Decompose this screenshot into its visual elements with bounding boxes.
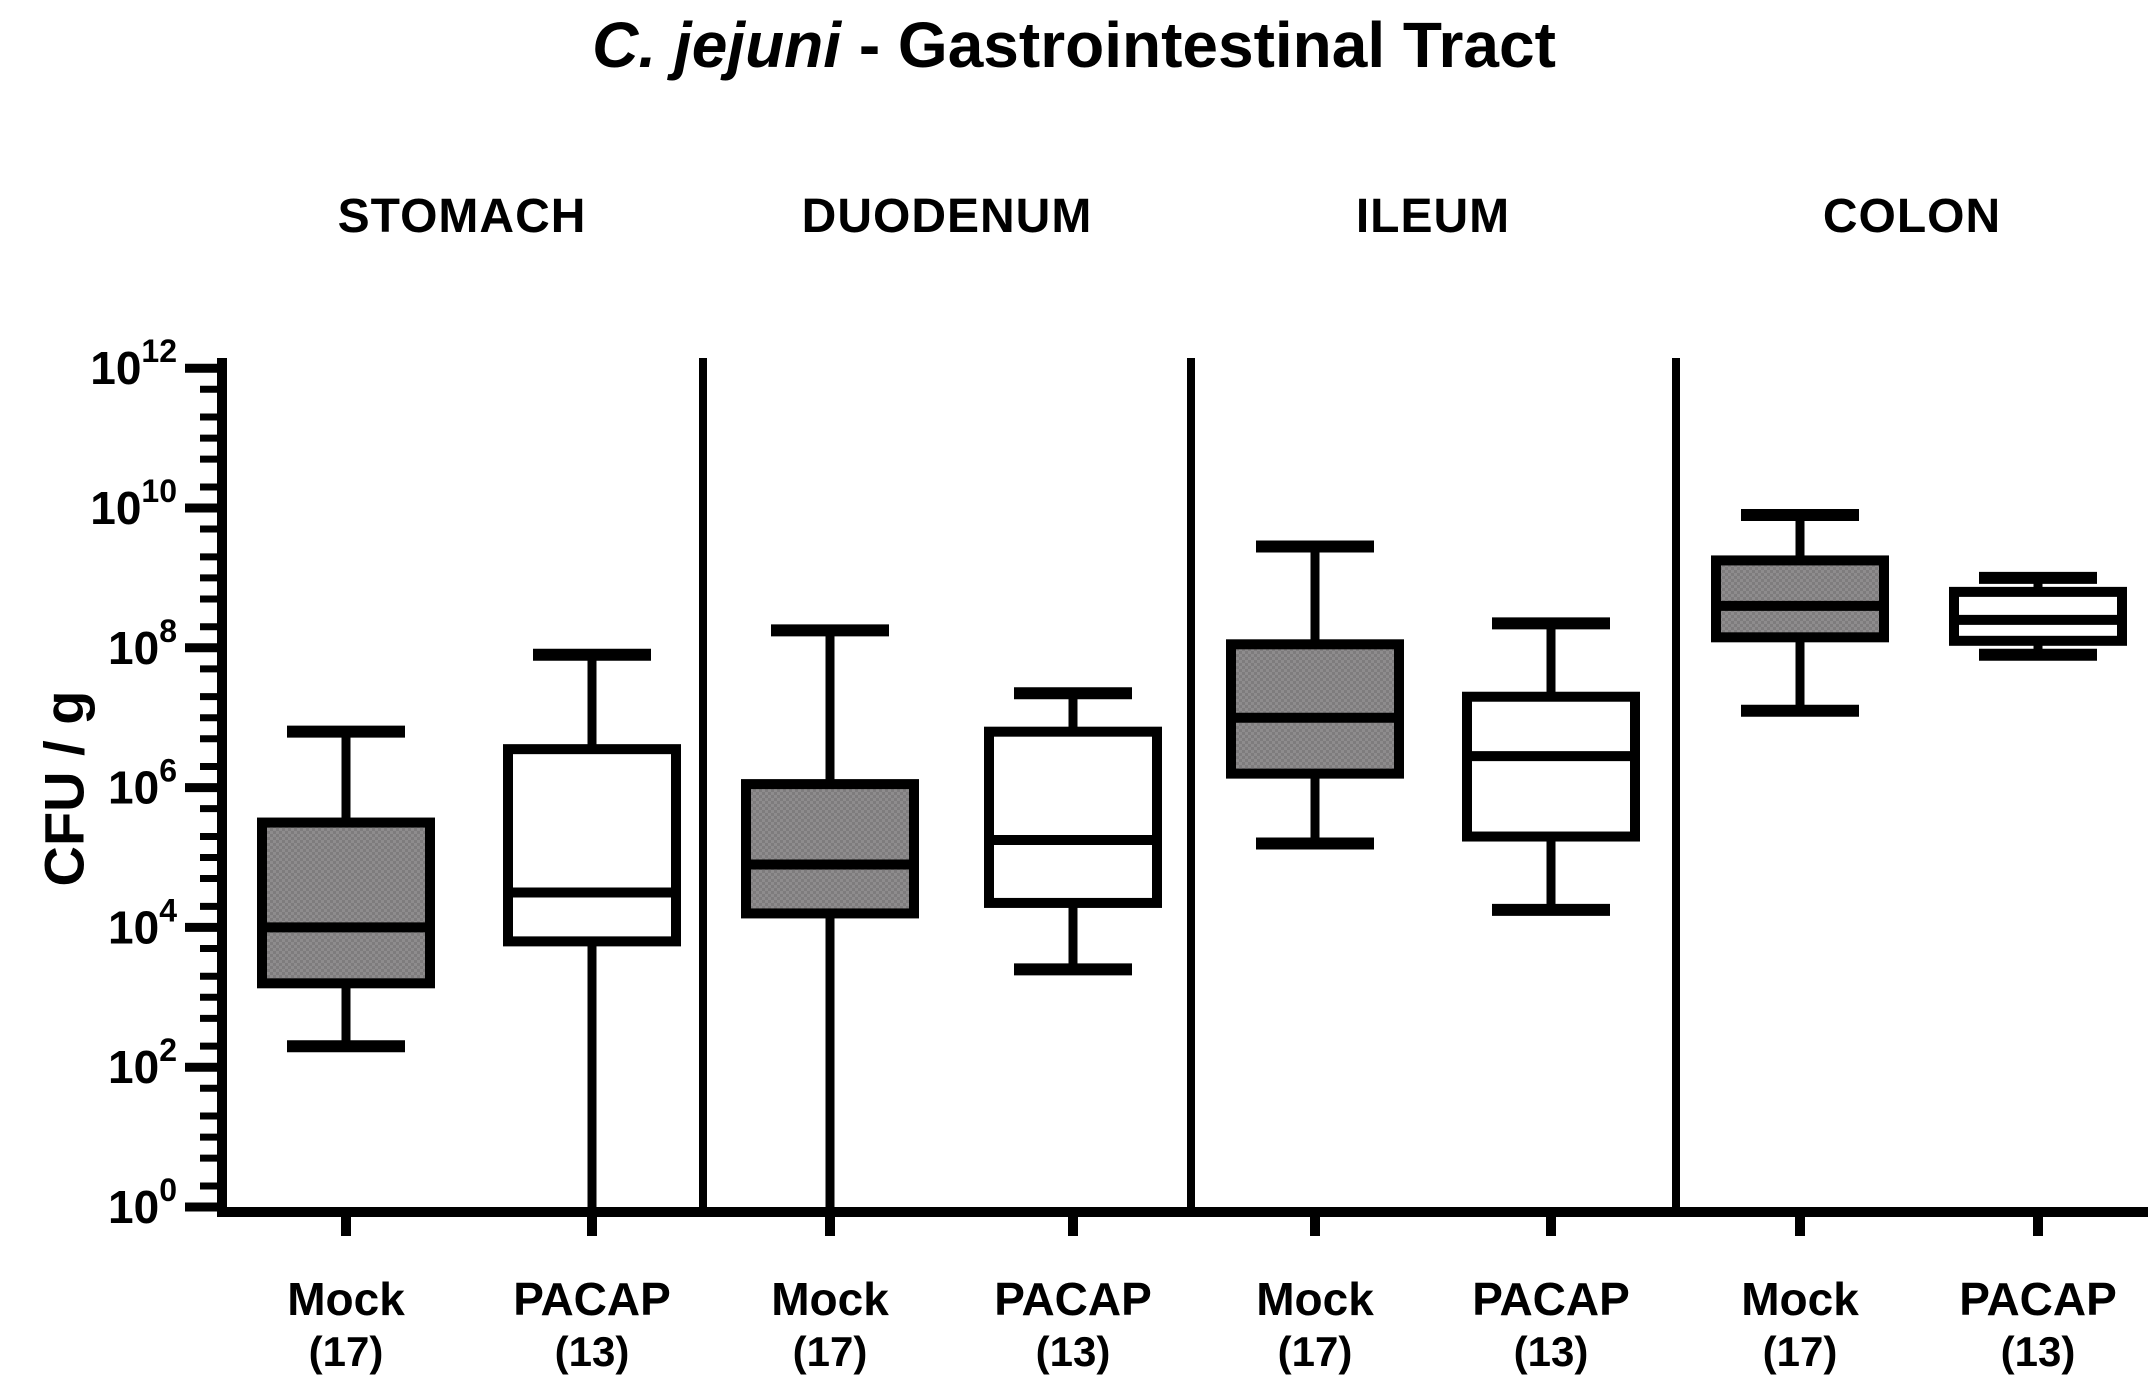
x-label-n-stomach-mock: (17): [309, 1328, 384, 1375]
x-label-group-stomach-pacap: PACAP: [513, 1273, 671, 1325]
x-label-n-duodenum-mock: (17): [793, 1328, 868, 1375]
chart-title-rest: - Gastrointestinal Tract: [858, 9, 1556, 81]
x-label-n-ileum-pacap: (13): [1514, 1328, 1589, 1375]
y-tick-label-1e12: 1012: [90, 333, 177, 394]
box-colon-mock: [1711, 555, 1889, 643]
box-ileum-mock: [1226, 639, 1404, 779]
chart-title: C. jejuni - Gastrointestinal Tract: [0, 8, 2148, 82]
x-label-n-ileum-mock: (17): [1278, 1328, 1353, 1375]
y-axis-title: CFU / g: [32, 690, 96, 887]
x-label-group-ileum-pacap: PACAP: [1472, 1273, 1630, 1325]
box-duodenum-pacap: [984, 726, 1162, 908]
x-label-group-ileum-mock: Mock: [1256, 1273, 1374, 1325]
box-stomach-mock: [257, 817, 435, 989]
x-label-group-duodenum-pacap: PACAP: [994, 1273, 1152, 1325]
x-label-n-stomach-pacap: (13): [555, 1328, 630, 1375]
box-ileum-pacap: [1462, 691, 1640, 842]
x-label-group-stomach-mock: Mock: [287, 1273, 405, 1325]
box-stomach-pacap: [503, 744, 681, 947]
chart-title-species: C. jejuni: [592, 9, 842, 81]
y-tick-label-1e2: 102: [108, 1032, 177, 1093]
y-tick-label-1e6: 106: [108, 753, 177, 814]
x-label-group-duodenum-mock: Mock: [771, 1273, 889, 1325]
x-label-group-colon-pacap: PACAP: [1959, 1273, 2117, 1325]
section-header-ileum: ILEUM: [1356, 190, 1510, 243]
box-duodenum-mock: [741, 779, 919, 919]
y-tick-label-1e8: 108: [108, 613, 177, 674]
x-label-group-colon-mock: Mock: [1741, 1273, 1859, 1325]
x-label-n-duodenum-pacap: (13): [1036, 1328, 1111, 1375]
section-header-colon: COLON: [1823, 190, 2001, 243]
y-tick-label-1e10: 1010: [90, 473, 177, 534]
section-header-duodenum: DUODENUM: [802, 190, 1093, 243]
section-header-stomach: STOMACH: [338, 190, 587, 243]
x-label-n-colon-mock: (17): [1763, 1328, 1838, 1375]
y-tick-label-1e0: 100: [108, 1172, 177, 1233]
y-tick-label-1e4: 104: [108, 892, 177, 953]
x-label-n-colon-pacap: (13): [2001, 1328, 2076, 1375]
